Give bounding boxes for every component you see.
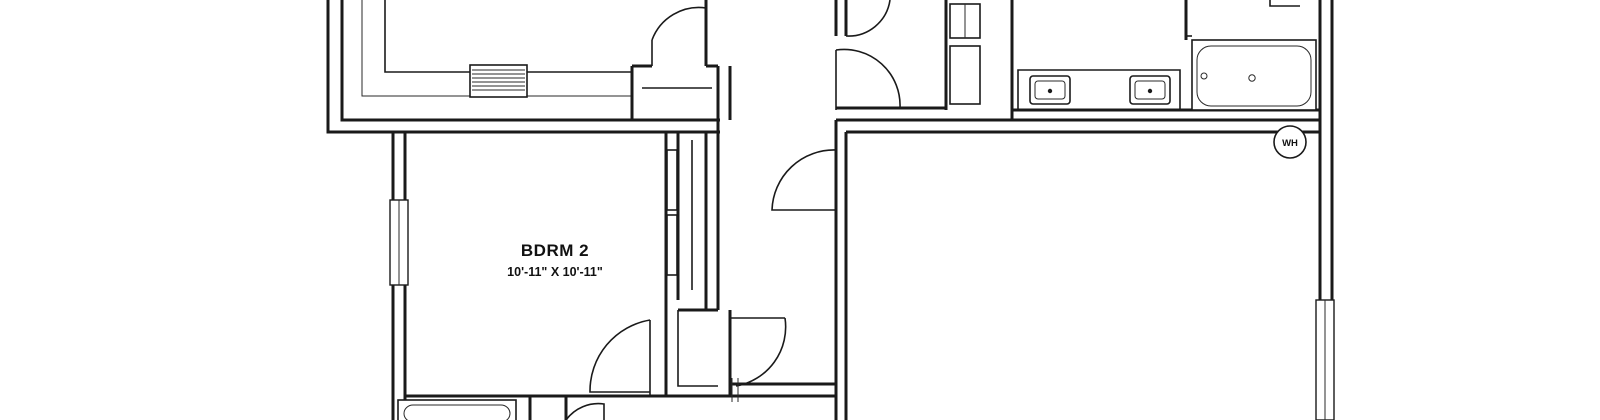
bdrm2-closet-wall xyxy=(664,132,720,310)
linen-closet-wall xyxy=(664,300,732,398)
kitchen-area xyxy=(326,0,720,420)
bdrm2-dimensions: 10'-11" X 10'-11" xyxy=(507,265,603,279)
hall-wall-right xyxy=(834,120,848,420)
bath-door-arc xyxy=(845,0,891,37)
hallway-living: WH xyxy=(730,0,1335,420)
room-door-arc xyxy=(771,149,837,211)
water-heater: WH xyxy=(1273,125,1307,159)
bdrm2-closet-door-2 xyxy=(666,214,678,276)
bdrm2-south-partition xyxy=(528,396,568,420)
sink-right xyxy=(1129,75,1171,105)
bdrm2-door-arc xyxy=(589,319,651,393)
toilet-edge xyxy=(1269,0,1300,7)
laundry-shelf-lower xyxy=(949,45,981,105)
bedroom-2: BDRM 2 10'-11" X 10'-11" xyxy=(389,130,787,420)
hall-bottom-wall xyxy=(730,382,836,398)
kitchen-range xyxy=(469,64,528,98)
linen-closet-shelf xyxy=(677,310,718,387)
kitchen-counter-edge xyxy=(361,0,632,97)
bath-wall-right xyxy=(1184,0,1322,120)
bath-wall-main xyxy=(1012,108,1320,122)
sink-left xyxy=(1029,75,1071,105)
laundry-wall xyxy=(944,0,1014,120)
bathtub xyxy=(1191,39,1317,111)
bdrm2-window xyxy=(389,199,409,286)
room-east-window xyxy=(1315,299,1335,420)
hall-door-arc xyxy=(835,48,901,109)
pantry-wall xyxy=(630,0,720,120)
pantry-door-arc xyxy=(651,6,707,66)
kitchen-counter xyxy=(384,0,632,73)
kitchen-inner-wall xyxy=(340,0,720,122)
bath-wall-top xyxy=(834,0,848,36)
kitchen-outer-wall xyxy=(326,0,395,420)
water-heater-label: WH xyxy=(1282,138,1298,149)
water-heater-icon xyxy=(1273,125,1307,159)
linen-door-arc xyxy=(735,317,787,387)
bottom-tub xyxy=(397,399,517,420)
bdrm2-closet-door-1 xyxy=(666,149,678,211)
bath-wall-bottom xyxy=(836,106,1012,122)
vanity-counter xyxy=(1017,69,1181,110)
bdrm2-name: BDRM 2 xyxy=(521,241,589,260)
bath2-door-arc xyxy=(565,402,605,420)
